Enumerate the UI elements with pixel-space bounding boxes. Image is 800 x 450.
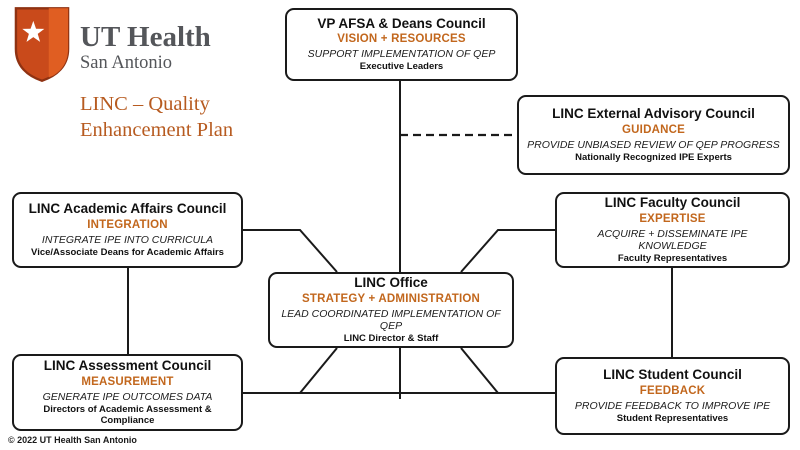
box-keyword: GUIDANCE: [622, 123, 685, 136]
copyright-text: © 2022 UT Health San Antonio: [8, 435, 137, 445]
box-linc-office: LINC Office STRATEGY + ADMINISTRATION LE…: [268, 272, 514, 348]
box-linc-assessment-council: LINC Assessment Council MEASUREMENT GENE…: [12, 354, 243, 431]
box-keyword: STRATEGY + ADMINISTRATION: [301, 292, 481, 305]
connector-faculty-to-office: [460, 229, 555, 273]
box-members: Faculty Representatives: [617, 252, 728, 264]
box-title: LINC Student Council: [603, 367, 742, 383]
brand-name: UT Health: [80, 21, 211, 53]
program-title-line1: LINC – Quality: [80, 93, 210, 115]
box-members: Nationally Recognized IPE Experts: [575, 151, 732, 163]
program-title: LINC – Quality Enhancement Plan: [80, 92, 233, 143]
box-description: PROVIDE UNBIASED REVIEW OF QEP PROGRESS: [527, 138, 780, 151]
box-title: LINC External Advisory Council: [552, 106, 755, 122]
box-title: LINC Faculty Council: [604, 195, 741, 211]
program-title-line2: Enhancement Plan: [80, 118, 234, 141]
box-linc-academic-affairs-council: LINC Academic Affairs Council INTEGRATIO…: [12, 192, 243, 268]
ut-health-logo: UT Health San Antonio: [14, 6, 211, 84]
box-members: Executive Leaders: [359, 61, 444, 73]
box-keyword: VISION + RESOURCES: [337, 33, 466, 46]
box-description: PROVIDE FEEDBACK TO IMPROVE IPE: [574, 399, 771, 412]
connector-academic-affairs-to-office: [243, 229, 338, 273]
brand-city: San Antonio: [80, 53, 172, 74]
box-description: GENERATE IPE OUTCOMES DATA: [42, 390, 213, 403]
box-vp-afsa-deans-council: VP AFSA & Deans Council VISION + RESOURC…: [285, 8, 518, 81]
box-keyword: MEASUREMENT: [81, 375, 174, 388]
box-description: ACQUIRE + DISSEMINATE IPE KNOWLEDGE: [597, 227, 748, 252]
box-members: Vice/Associate Deans for Academic Affair…: [31, 246, 224, 258]
box-description: INTEGRATE IPE INTO CURRICULA: [41, 233, 214, 246]
box-keyword: EXPERTISE: [639, 212, 706, 225]
ut-health-shield-icon: [14, 7, 70, 82]
box-members: Student Representatives: [616, 412, 729, 424]
box-title: LINC Academic Affairs Council: [28, 201, 227, 217]
brand-wordmark: UT Health San Antonio: [80, 6, 211, 84]
box-description: LEAD COORDINATED IMPLEMENTATION OF QEP: [281, 307, 501, 332]
box-keyword: INTEGRATION: [87, 218, 168, 231]
box-keyword: FEEDBACK: [639, 384, 706, 397]
box-linc-faculty-council: LINC Faculty Council EXPERTISE ACQUIRE +…: [555, 192, 790, 268]
box-members: LINC Director & Staff: [343, 332, 439, 344]
box-linc-external-advisory-council: LINC External Advisory Council GUIDANCE …: [517, 95, 790, 175]
connector-student-to-office: [460, 347, 499, 394]
box-description: SUPPORT IMPLEMENTATION OF QEP: [307, 48, 496, 61]
box-title: LINC Assessment Council: [43, 358, 212, 374]
box-title: LINC Office: [354, 275, 428, 291]
connector-assessment-to-office: [299, 347, 338, 394]
box-title: VP AFSA & Deans Council: [317, 15, 486, 31]
box-linc-student-council: LINC Student Council FEEDBACK PROVIDE FE…: [555, 357, 790, 435]
box-members: Directors of Academic Assessment & Compl…: [43, 403, 212, 426]
